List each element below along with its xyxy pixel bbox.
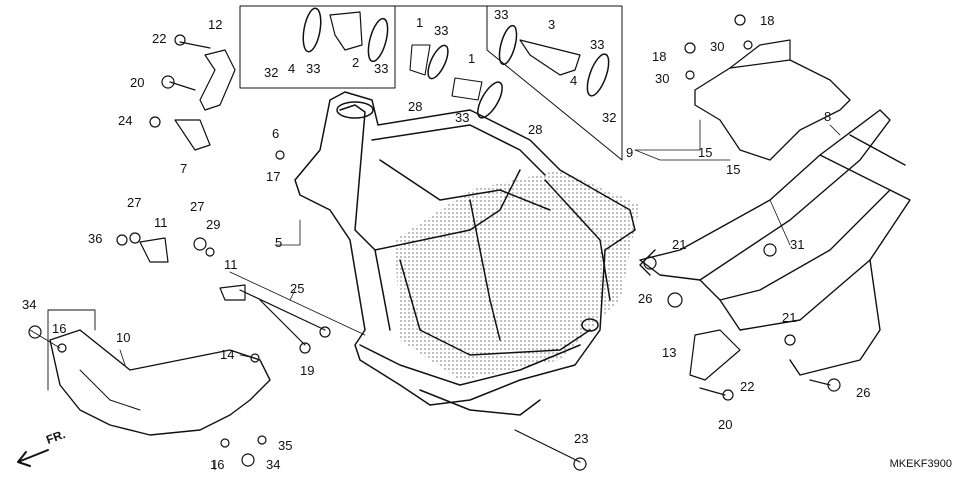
bracket-3: [519, 39, 581, 76]
callout-15b: 15: [726, 162, 741, 177]
callout-18a: 18: [760, 13, 775, 28]
callout-30a: 30: [710, 39, 725, 54]
bracket-7: [174, 119, 211, 151]
callout-19: 19: [300, 363, 315, 378]
callout-33c: 33: [434, 23, 449, 38]
group-box-right: [486, 5, 623, 161]
callout-29: 29: [206, 217, 221, 232]
callout-33f: 33: [455, 110, 470, 125]
skid-plate: [49, 329, 271, 436]
callout-33d: 33: [494, 7, 509, 22]
callout-34a: 34: [22, 297, 37, 312]
callout-21b: 21: [782, 310, 797, 325]
callout-10: 10: [116, 330, 131, 345]
callout-23: 23: [574, 431, 589, 446]
callout-7: 7: [180, 161, 188, 176]
group-box-left: [239, 5, 396, 89]
callout-14: 14: [220, 347, 235, 362]
o-rings: [302, 7, 610, 119]
callout-16a: 16: [52, 321, 67, 336]
callout-11b: 11: [224, 257, 238, 272]
callout-17: 17: [266, 169, 281, 184]
callout-26b: 26: [856, 385, 871, 400]
callout-2: 2: [352, 55, 360, 70]
callout-15a: 15: [698, 145, 713, 160]
bolts: [28, 14, 841, 471]
plate-11a: [139, 237, 169, 263]
part-1a: [409, 44, 431, 76]
callout-35: 35: [278, 438, 293, 453]
callout-33b: 33: [374, 61, 389, 76]
callout-24: 24: [118, 113, 133, 128]
bracket-2: [329, 11, 363, 51]
callout-30b: 30: [655, 71, 670, 86]
callout-11a: 11: [154, 215, 168, 230]
callout-3: 3: [548, 17, 556, 32]
part-1b: [451, 77, 483, 101]
callout-12: 12: [208, 17, 223, 32]
callout-33e: 33: [590, 37, 605, 52]
plate-11b: [219, 284, 246, 301]
callout-22b: 22: [740, 379, 755, 394]
callout-25: 25: [290, 281, 305, 296]
bracket-12: [199, 49, 236, 111]
callout-28a: 28: [408, 99, 423, 114]
callout-21a: 21: [672, 237, 687, 252]
frame-shading: [395, 170, 640, 380]
callout-20b: 20: [718, 417, 733, 432]
callout-32a: 32: [264, 65, 279, 80]
callout-26a: 26: [638, 291, 653, 306]
main-frame: [294, 91, 636, 416]
callout-1a: 1: [416, 15, 424, 30]
callout-18b: 18: [652, 49, 667, 64]
callout-4b: 4: [570, 73, 578, 88]
callout-36: 36: [88, 231, 103, 246]
upper-bracket: [694, 59, 851, 161]
bracket-13: [689, 329, 741, 381]
callout-6: 6: [272, 126, 280, 141]
leader-lines: [29, 119, 841, 471]
callout-1b: 1: [468, 51, 476, 66]
callout-27b: 27: [190, 199, 205, 214]
callout-16b: 16: [210, 457, 225, 472]
callout-20a: 20: [130, 75, 145, 90]
callout-22a: 22: [152, 31, 167, 46]
callout-8: 8: [824, 109, 832, 124]
callout-31: 31: [790, 237, 805, 252]
callout-5: 5: [275, 235, 283, 250]
fr-arrow: [17, 449, 49, 467]
subframe: [639, 109, 911, 376]
callout-28b: 28: [528, 122, 543, 137]
callout-34b: 34: [266, 457, 281, 472]
callout-27a: 27: [127, 195, 142, 210]
callout-13: 13: [662, 345, 677, 360]
diagram-code: MKEKF3900: [889, 458, 952, 470]
callout-32b: 32: [602, 110, 617, 125]
callout-4a: 4: [288, 61, 296, 76]
callout-9: 9: [626, 145, 634, 160]
callout-33a: 33: [306, 61, 321, 76]
